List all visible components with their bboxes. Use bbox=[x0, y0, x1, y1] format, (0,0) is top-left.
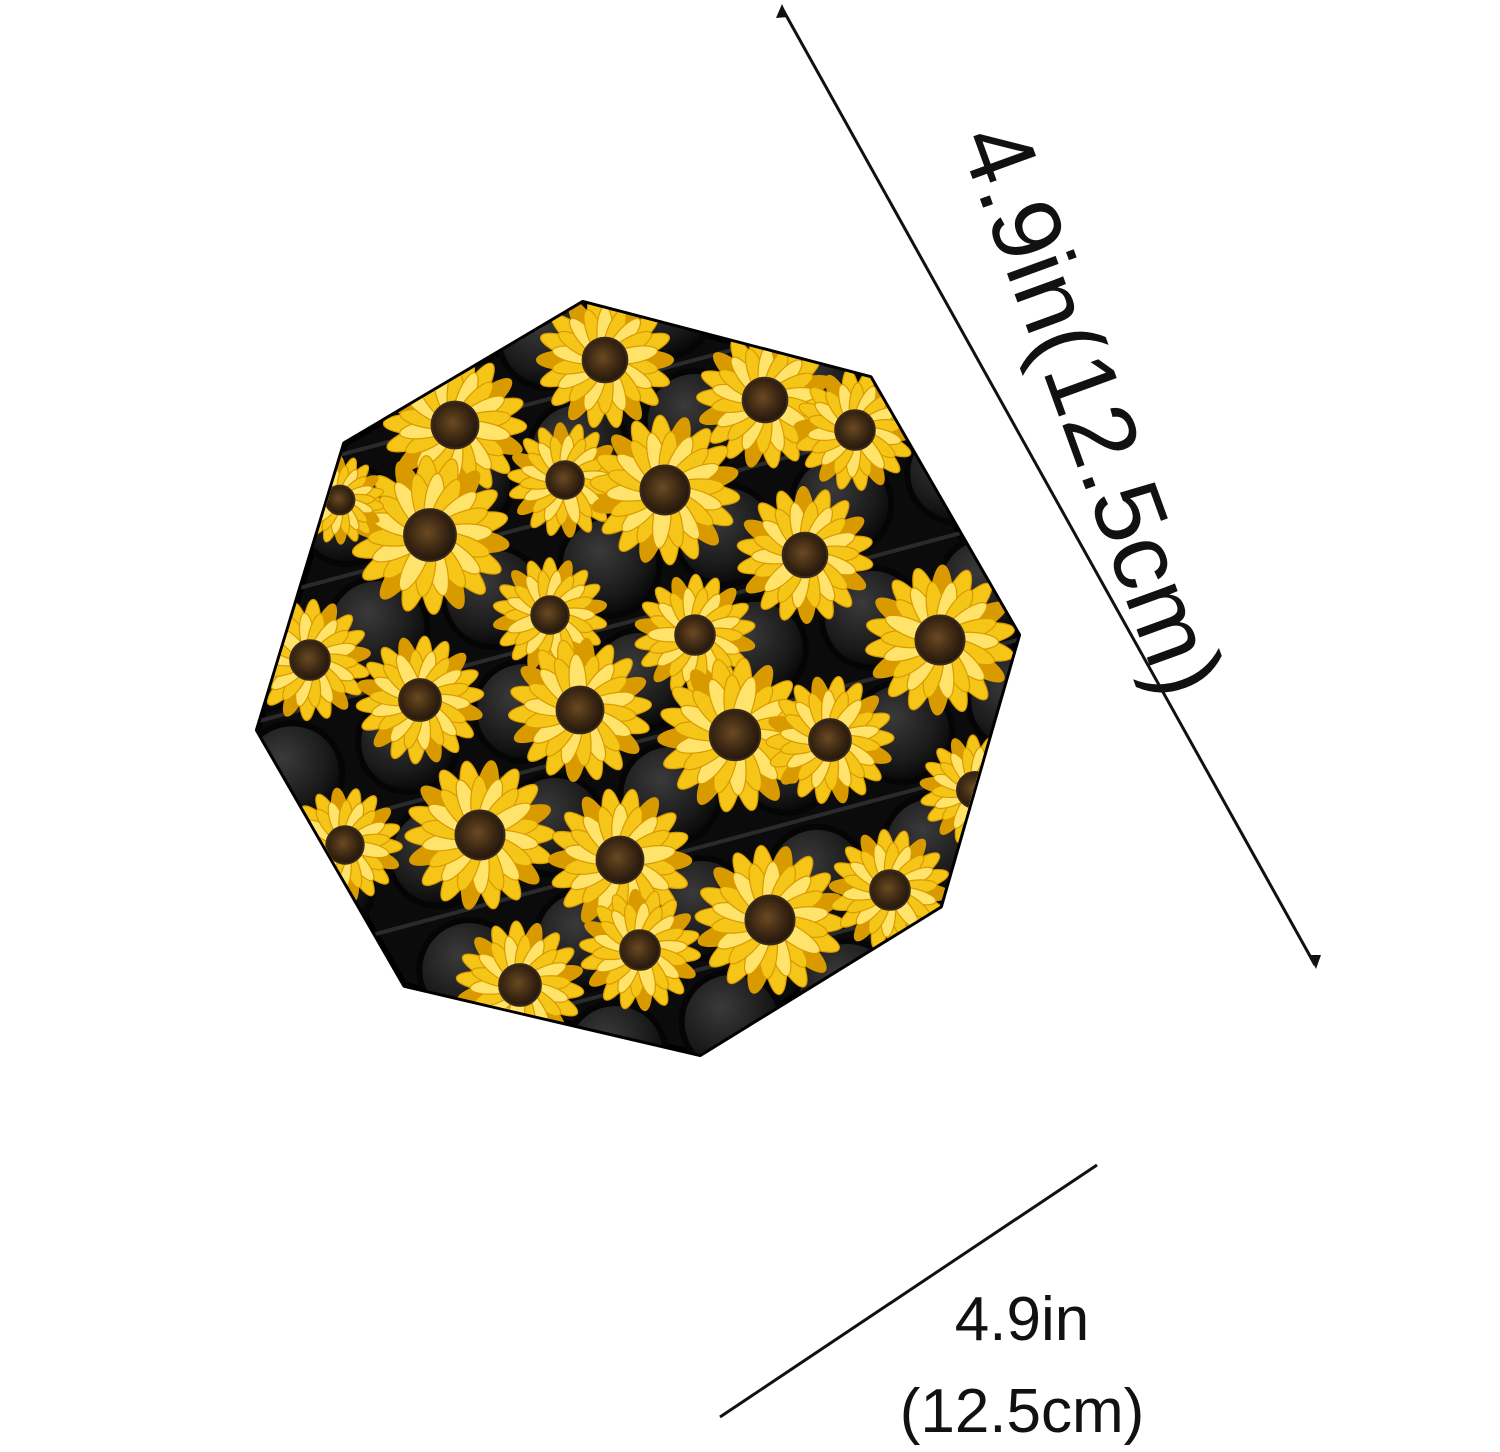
bubble bbox=[300, 948, 407, 1054]
bubble bbox=[995, 761, 1018, 868]
bubble bbox=[1078, 133, 1178, 233]
diagonal-dimension-line bbox=[780, 7, 1317, 966]
bubble bbox=[873, 305, 980, 412]
bubble bbox=[258, 303, 339, 340]
bubble bbox=[700, 112, 800, 212]
bubble-row-ridge bbox=[258, 439, 1018, 807]
bubble bbox=[120, 267, 220, 367]
bubble bbox=[65, 526, 165, 626]
bubble bbox=[1261, 817, 1361, 917]
bubble bbox=[0, 671, 80, 771]
bubble bbox=[10, 785, 110, 885]
sunflower-icon bbox=[258, 598, 371, 722]
width-dimension-label-line1: 4.9in bbox=[955, 1285, 1089, 1354]
sunflower-icon bbox=[793, 369, 917, 491]
bubble bbox=[72, 1013, 172, 1113]
bubble bbox=[1060, 993, 1160, 1093]
sunflower-icon bbox=[350, 455, 510, 615]
arrow-up-icon bbox=[776, 4, 788, 18]
bubble bbox=[249, 1210, 349, 1310]
bubble bbox=[562, 1000, 669, 1054]
sunflower-icon bbox=[535, 303, 675, 429]
bubble bbox=[96, 640, 196, 740]
sunflower-icon bbox=[765, 675, 895, 805]
width-dimension-line bbox=[719, 1163, 1098, 1419]
bubble-row-ridge bbox=[258, 1009, 1018, 1054]
bubble bbox=[1176, 962, 1276, 1062]
bubble bbox=[446, 1031, 553, 1054]
bubble bbox=[102, 1127, 202, 1227]
bubble bbox=[910, 906, 1017, 1013]
bubble bbox=[1145, 848, 1245, 948]
bubble bbox=[0, 443, 19, 543]
bubble bbox=[1047, 19, 1147, 119]
bubble bbox=[348, 303, 455, 309]
bubble-row-ridge bbox=[258, 667, 1018, 1035]
sunflower-icon bbox=[507, 638, 653, 782]
bubble bbox=[364, 1179, 464, 1279]
bubble bbox=[258, 979, 291, 1054]
sunflower-icon bbox=[547, 788, 693, 932]
bubble bbox=[1231, 703, 1331, 803]
bubble bbox=[258, 865, 260, 972]
bubble bbox=[825, 1051, 932, 1054]
arrow-down-icon bbox=[1309, 955, 1321, 969]
bubble bbox=[678, 968, 785, 1054]
bubble bbox=[151, 381, 251, 481]
sunflower-icon bbox=[865, 564, 1015, 716]
bubble bbox=[218, 1096, 318, 1196]
sunflower-icon bbox=[634, 573, 756, 697]
sunflower-icon bbox=[589, 414, 741, 566]
width-dimension-label-line2: (12.5cm) bbox=[900, 1377, 1145, 1446]
bubble bbox=[258, 492, 285, 599]
bubble bbox=[35, 412, 135, 512]
bubble bbox=[480, 1148, 580, 1248]
bubble-row-ridge bbox=[258, 553, 1018, 921]
bubble bbox=[0, 557, 49, 657]
sunflower-icon bbox=[355, 635, 485, 765]
sunflower-icon bbox=[696, 331, 834, 469]
bubble bbox=[904, 419, 1011, 526]
bubble bbox=[263, 347, 370, 454]
bubble bbox=[468, 174, 568, 274]
bubble bbox=[941, 1020, 1018, 1054]
sunflower-icon bbox=[736, 486, 874, 624]
bubble bbox=[334, 1065, 434, 1165]
bubble bbox=[41, 899, 141, 999]
bubble bbox=[584, 143, 684, 243]
bubble bbox=[1292, 931, 1392, 1031]
bubble bbox=[1115, 734, 1215, 834]
sunflower-icon bbox=[694, 844, 846, 996]
bubble bbox=[727, 303, 834, 329]
bubble bbox=[1029, 879, 1129, 979]
sunflower-icon bbox=[404, 760, 556, 910]
bubble bbox=[4, 298, 104, 398]
sunflower-icon bbox=[579, 888, 701, 1012]
sunflower-icon bbox=[828, 829, 952, 951]
bubble bbox=[596, 1117, 696, 1217]
bubble bbox=[712, 1086, 812, 1186]
bubble bbox=[126, 754, 226, 854]
width-dimension: 4.9in (12.5cm) bbox=[719, 1163, 1145, 1446]
bubble bbox=[133, 1241, 233, 1341]
